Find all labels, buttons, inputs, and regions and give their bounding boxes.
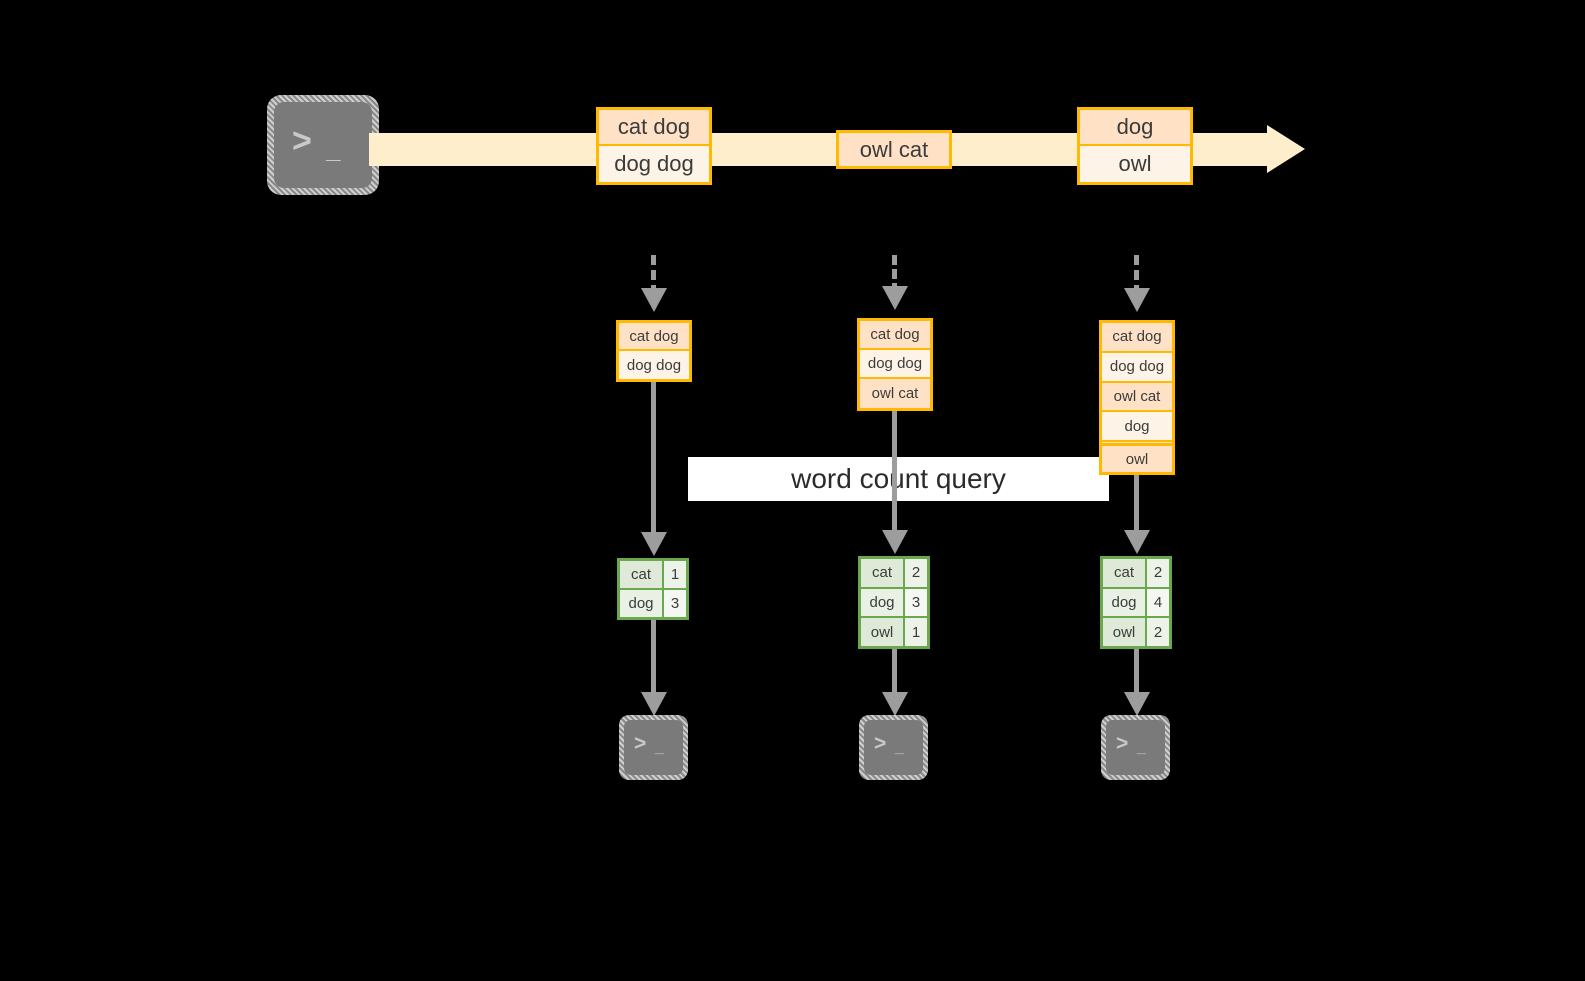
result-word-cell: owl [861, 618, 905, 647]
terminal-cursor-glyph: _ [326, 134, 342, 164]
result-count-cell: 2 [1147, 618, 1169, 647]
trigger-3-dashed-line [1134, 255, 1139, 295]
stream-event-3: dog owl [1077, 107, 1193, 185]
trigger-1-sink-line [651, 620, 656, 698]
result-word-cell: owl [1103, 618, 1147, 647]
table-row: cat 2 [861, 559, 927, 589]
terminal-prompt-glyph: > [634, 732, 648, 755]
trigger-2-sink-terminal-icon: > _ [859, 715, 928, 780]
table-row: owl 1 [861, 618, 927, 647]
table-row: dog 3 [861, 588, 927, 619]
stream-event-3-line-2: owl [1080, 146, 1190, 182]
stream-event-2-line-1: owl cat [839, 133, 949, 166]
result-count-cell: 3 [905, 588, 927, 617]
trigger-3-sink-arrowhead [1124, 692, 1150, 716]
trigger-1-query-line-overlay [651, 457, 656, 501]
trigger-3-query-line [1134, 475, 1139, 537]
result-count-cell: 1 [664, 561, 686, 588]
trigger-2-input-line-1: cat dog [860, 321, 930, 350]
trigger-3-input-line-5-overlay: owl [1102, 446, 1172, 472]
query-label: word count query [688, 457, 1109, 501]
trigger-3-result-table: cat 2 dog 4 owl 2 [1100, 556, 1172, 649]
trigger-2-dashed-line [892, 255, 897, 293]
result-count-cell: 2 [1147, 559, 1169, 587]
trigger-3-input-line-3: owl cat [1102, 382, 1172, 413]
stream-event-1: cat dog dog dog [596, 107, 712, 185]
terminal-prompt-glyph: > [874, 732, 888, 755]
trigger-1-sink-arrowhead [641, 692, 667, 716]
result-word-cell: dog [620, 590, 664, 617]
trigger-2-dashed-arrowhead [882, 286, 908, 310]
table-row: cat 2 [1103, 559, 1169, 589]
terminal-screen: > _ [624, 720, 683, 775]
trigger-2-query-arrowhead [882, 530, 908, 554]
trigger-2-sink-line [892, 649, 897, 698]
trigger-3-query-arrowhead [1124, 530, 1150, 554]
trigger-3-input-stack-overlay: owl [1099, 443, 1175, 475]
result-word-cell: cat [861, 559, 905, 587]
result-word-cell: dog [1103, 588, 1147, 617]
trigger-2-query-line-overlay [892, 457, 897, 501]
result-word-cell: dog [861, 588, 905, 617]
result-count-cell: 4 [1147, 588, 1169, 617]
terminal-screen: > _ [274, 102, 372, 188]
trigger-1-query-arrowhead [641, 532, 667, 556]
stream-event-1-line-2: dog dog [599, 146, 709, 182]
trigger-3-dashed-arrowhead [1124, 288, 1150, 312]
stream-event-2: owl cat [836, 130, 952, 169]
trigger-1-dashed-line [651, 255, 656, 295]
result-count-cell: 1 [905, 618, 927, 647]
result-word-cell: cat [620, 561, 664, 588]
terminal-cursor-glyph: _ [895, 739, 905, 756]
stream-event-1-line-1: cat dog [599, 110, 709, 146]
table-row: owl 2 [1103, 618, 1169, 647]
stream-arrow-right-icon [1267, 125, 1305, 173]
trigger-1-input-line-2: dog dog [619, 351, 689, 379]
trigger-3-input-line-4: dog [1102, 412, 1172, 443]
trigger-3-input-line-2: dog dog [1102, 352, 1172, 383]
table-row: dog 4 [1103, 588, 1169, 619]
terminal-prompt-glyph: > [1116, 732, 1130, 755]
trigger-1-sink-terminal-icon: > _ [619, 715, 688, 780]
terminal-prompt-glyph: > [292, 122, 313, 160]
terminal-screen: > _ [864, 720, 923, 775]
trigger-2-input-stack: cat dog dog dog owl cat [857, 318, 933, 411]
trigger-1-dashed-arrowhead [641, 288, 667, 312]
result-count-cell: 3 [664, 590, 686, 617]
trigger-1-input-stack: cat dog dog dog [616, 320, 692, 382]
trigger-3-sink-terminal-icon: > _ [1101, 715, 1170, 780]
trigger-2-result-table: cat 2 dog 3 owl 1 [858, 556, 930, 649]
terminal-screen: > _ [1106, 720, 1165, 775]
trigger-3-input-line-1: cat dog [1102, 323, 1172, 353]
trigger-1-result-table: cat 1 dog 3 [617, 558, 689, 620]
trigger-1-input-line-1: cat dog [619, 323, 689, 351]
trigger-3-sink-line [1134, 649, 1139, 698]
table-row: cat 1 [620, 561, 686, 590]
trigger-2-input-line-3: owl cat [860, 378, 930, 408]
result-word-cell: cat [1103, 559, 1147, 587]
trigger-2-sink-arrowhead [882, 692, 908, 716]
terminal-cursor-glyph: _ [655, 739, 665, 756]
stream-event-3-line-1: dog [1080, 110, 1190, 146]
trigger-2-input-line-2: dog dog [860, 349, 930, 379]
table-row: dog 3 [620, 590, 686, 617]
source-terminal-icon: > _ [267, 95, 379, 195]
terminal-cursor-glyph: _ [1137, 739, 1147, 756]
result-count-cell: 2 [905, 559, 927, 587]
